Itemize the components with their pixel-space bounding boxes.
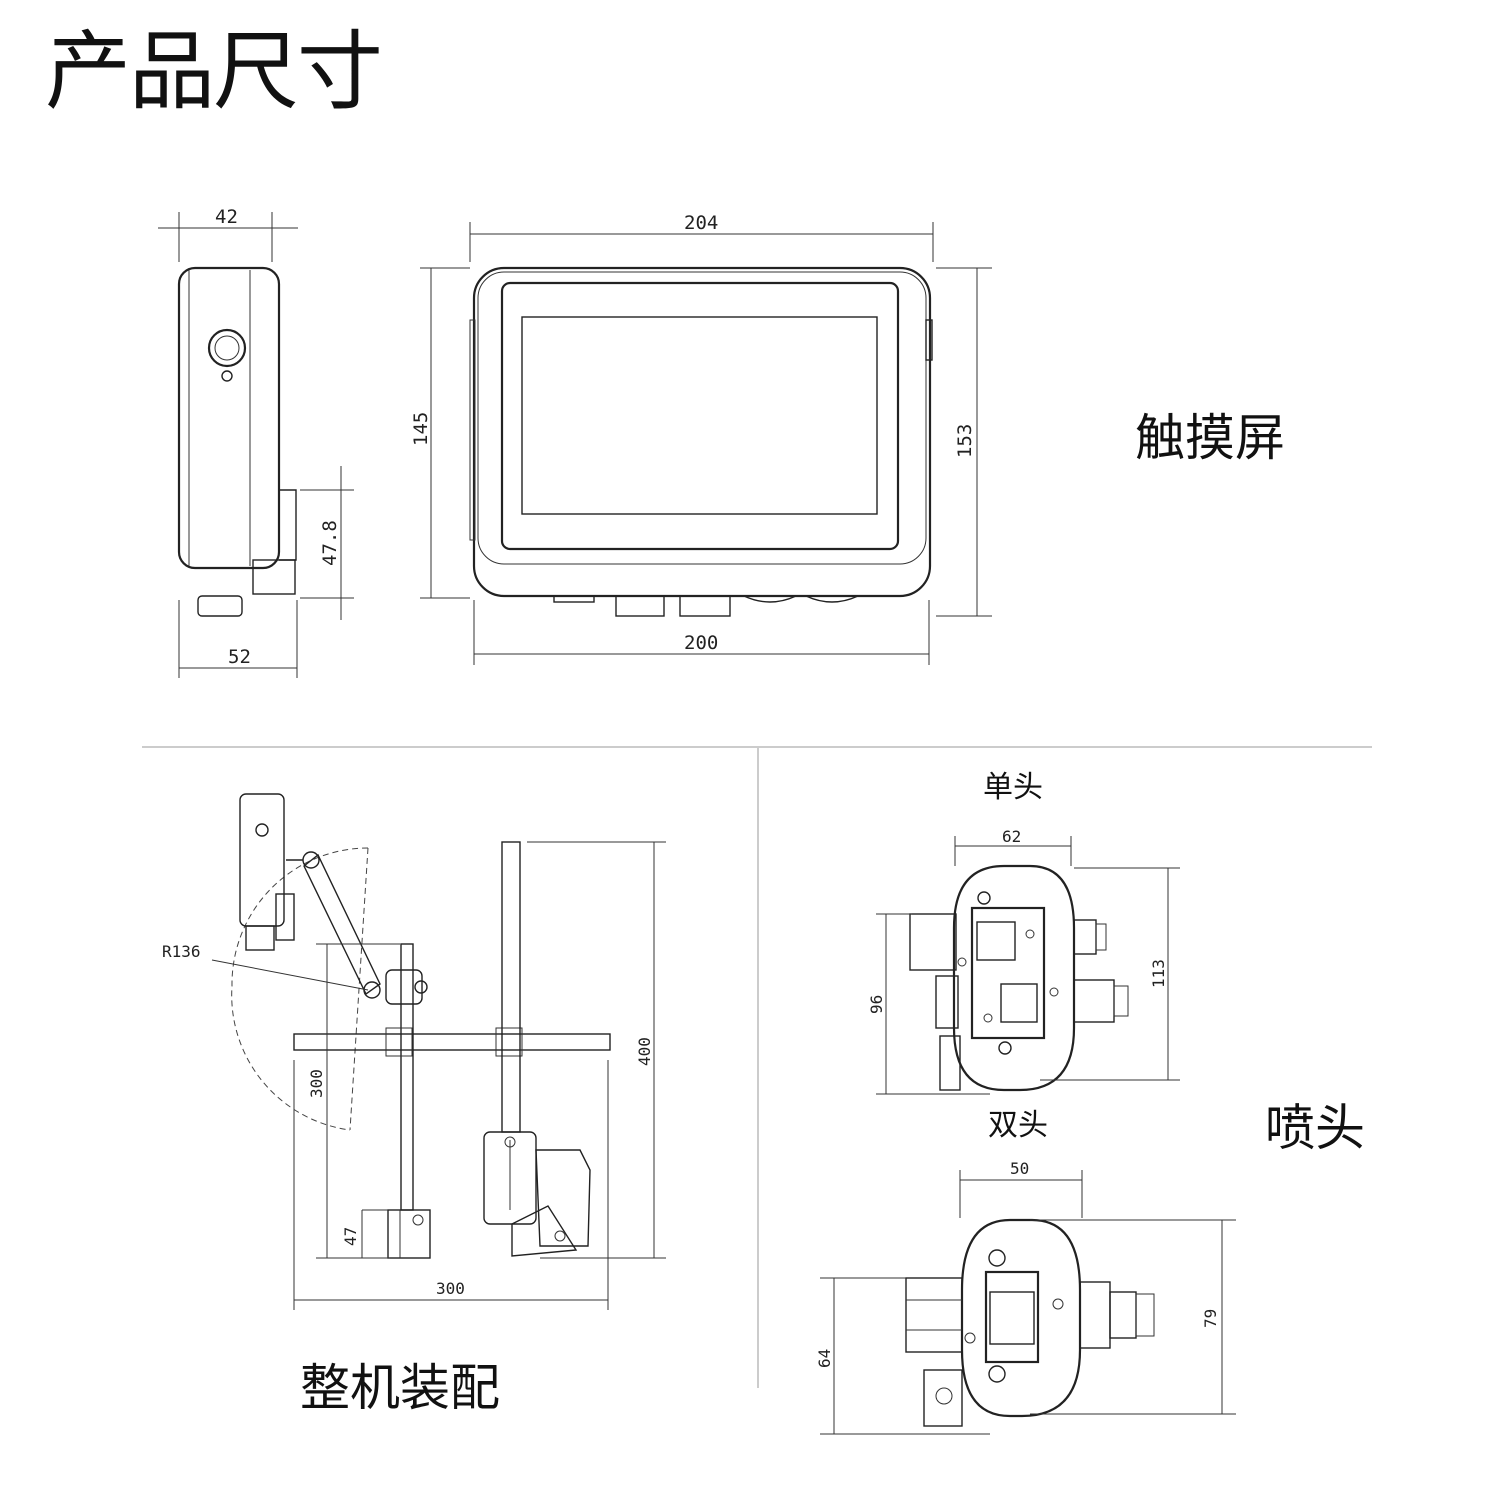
dim-double-height-right: 79 bbox=[1201, 1309, 1220, 1328]
single-head-view bbox=[876, 836, 1180, 1095]
dim-assembly-height-left: 300 bbox=[307, 1069, 326, 1098]
assembly-label: 整机装配 bbox=[300, 1359, 500, 1417]
dim-front-bottom: 200 bbox=[684, 632, 718, 654]
dim-assembly-radius: R136 bbox=[162, 942, 201, 961]
touchscreen-side-view bbox=[158, 212, 354, 678]
page-title: 产品尺寸 bbox=[45, 22, 383, 122]
dim-front-top: 204 bbox=[684, 212, 718, 234]
dim-front-left: 145 bbox=[410, 412, 432, 446]
dim-single-height-left: 96 bbox=[867, 995, 886, 1014]
double-head-view bbox=[820, 1170, 1236, 1435]
dim-side-top: 42 bbox=[215, 206, 238, 228]
dim-side-height: 47.8 bbox=[319, 520, 341, 566]
assembly-view bbox=[211, 793, 666, 1310]
dim-assembly-width: 300 bbox=[436, 1279, 465, 1298]
dim-single-width: 62 bbox=[1002, 827, 1021, 846]
nozzle-label: 喷头 bbox=[1265, 1099, 1365, 1157]
dim-side-bottom: 52 bbox=[228, 646, 251, 668]
single-head-label: 单头 bbox=[983, 770, 1043, 805]
dim-double-width: 50 bbox=[1010, 1159, 1029, 1178]
dim-front-right: 153 bbox=[954, 424, 976, 458]
dim-double-height-left: 64 bbox=[815, 1349, 834, 1368]
dim-single-height-right: 113 bbox=[1149, 959, 1168, 988]
dim-assembly-height-right: 400 bbox=[635, 1037, 654, 1066]
touchscreen-label: 触摸屏 bbox=[1135, 409, 1285, 467]
double-head-label: 双头 bbox=[988, 1108, 1048, 1143]
dim-assembly-height-small: 47 bbox=[341, 1227, 360, 1246]
touchscreen-front-view bbox=[420, 222, 992, 665]
